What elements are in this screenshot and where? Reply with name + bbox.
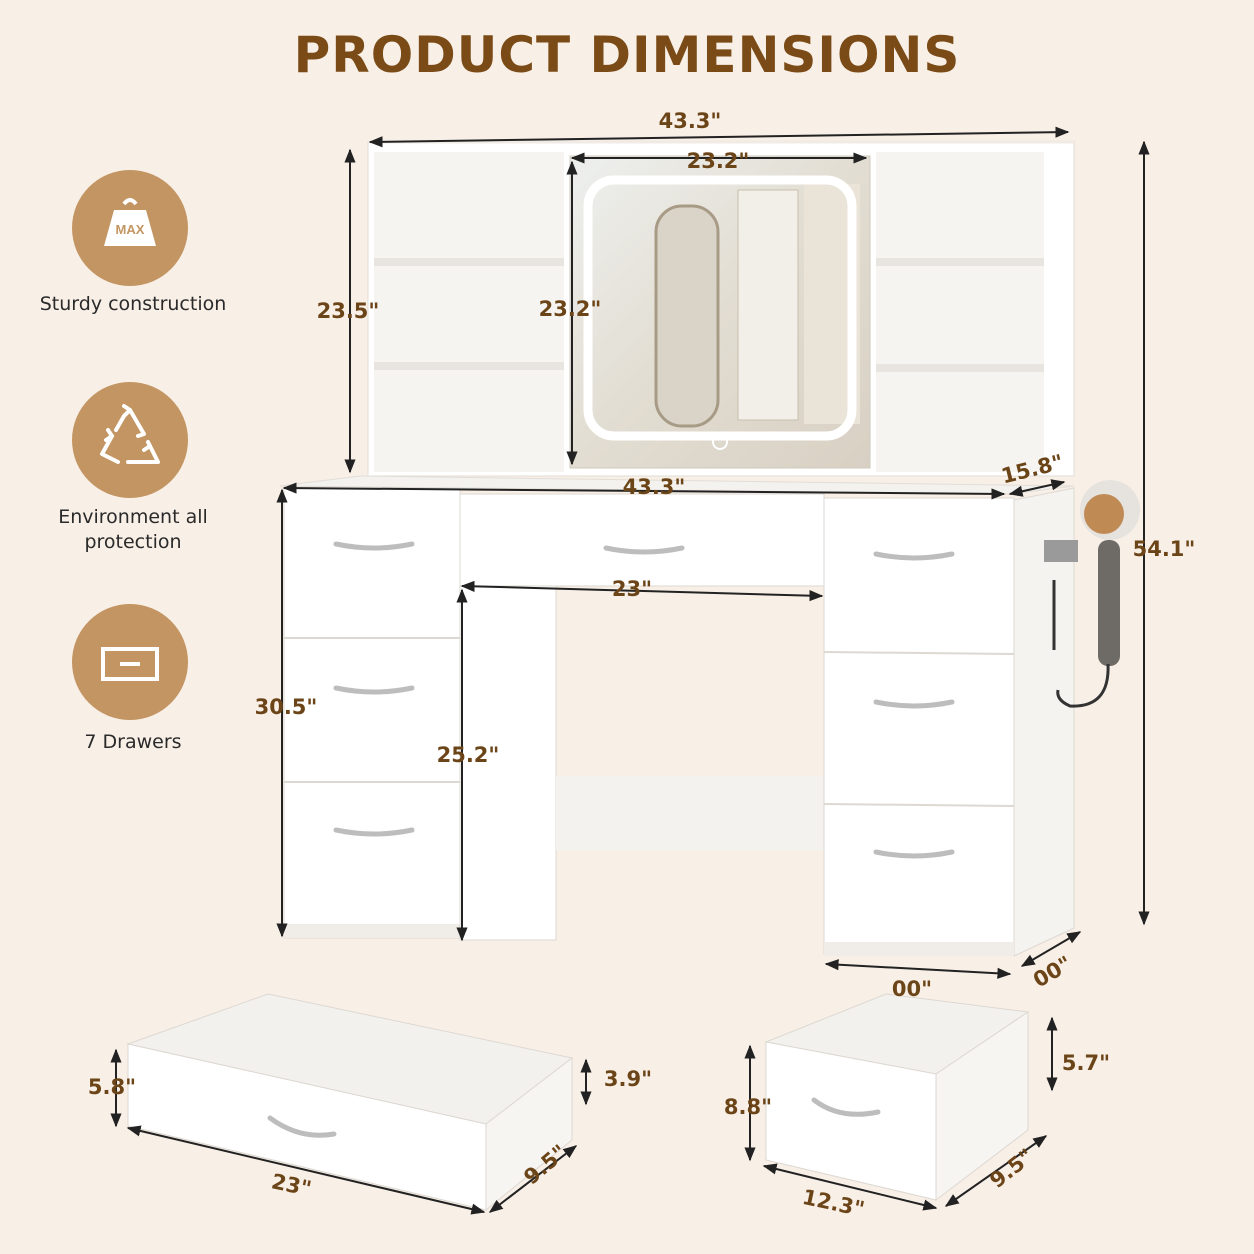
dimension-lines xyxy=(110,126,1150,1215)
feature-label-sturdy: Sturdy construction xyxy=(39,293,227,315)
drawer-icon xyxy=(72,604,188,720)
recycle-icon xyxy=(72,382,188,498)
right-drawer-stack xyxy=(823,487,1075,957)
weight-max-icon: MAX xyxy=(72,170,188,286)
label-mirror-width: 23.2" xyxy=(687,149,750,173)
large-drawer xyxy=(126,993,574,1212)
label-knee-height: 25.2" xyxy=(437,743,500,767)
page-title: PRODUCT DIMENSIONS xyxy=(293,26,961,84)
label-top-width: 43.3" xyxy=(659,109,722,133)
max-icon-text: MAX xyxy=(116,222,145,237)
feature-label-drawers: 7 Drawers xyxy=(84,731,182,753)
label-total-height: 54.1" xyxy=(1133,537,1196,561)
label-large-drawer-front-height: 5.8" xyxy=(88,1075,136,1099)
label-large-drawer-width: 23" xyxy=(269,1169,313,1201)
small-drawer xyxy=(764,993,1030,1202)
label-desk-height: 30.5" xyxy=(255,695,318,719)
center-drawer xyxy=(459,493,825,941)
led-mirror xyxy=(569,155,871,469)
label-hutch-height: 23.5" xyxy=(317,299,380,323)
label-large-drawer-inner-height: 3.9" xyxy=(604,1067,652,1091)
label-small-drawer-front-height: 8.8" xyxy=(724,1095,772,1119)
hair-dryer-holder xyxy=(1044,480,1140,708)
feature-label-environment: Environment all protection xyxy=(58,506,208,553)
label-small-drawer-width: 12.3" xyxy=(800,1185,866,1222)
label-desk-width: 43.3" xyxy=(623,475,686,499)
left-drawer-stack xyxy=(283,487,461,939)
label-mirror-height: 23.2" xyxy=(539,297,602,321)
label-small-drawer-inner-height: 5.7" xyxy=(1062,1051,1110,1075)
label-knee-width: 23" xyxy=(612,577,652,601)
label-cabinet-width: 00" xyxy=(892,977,932,1001)
